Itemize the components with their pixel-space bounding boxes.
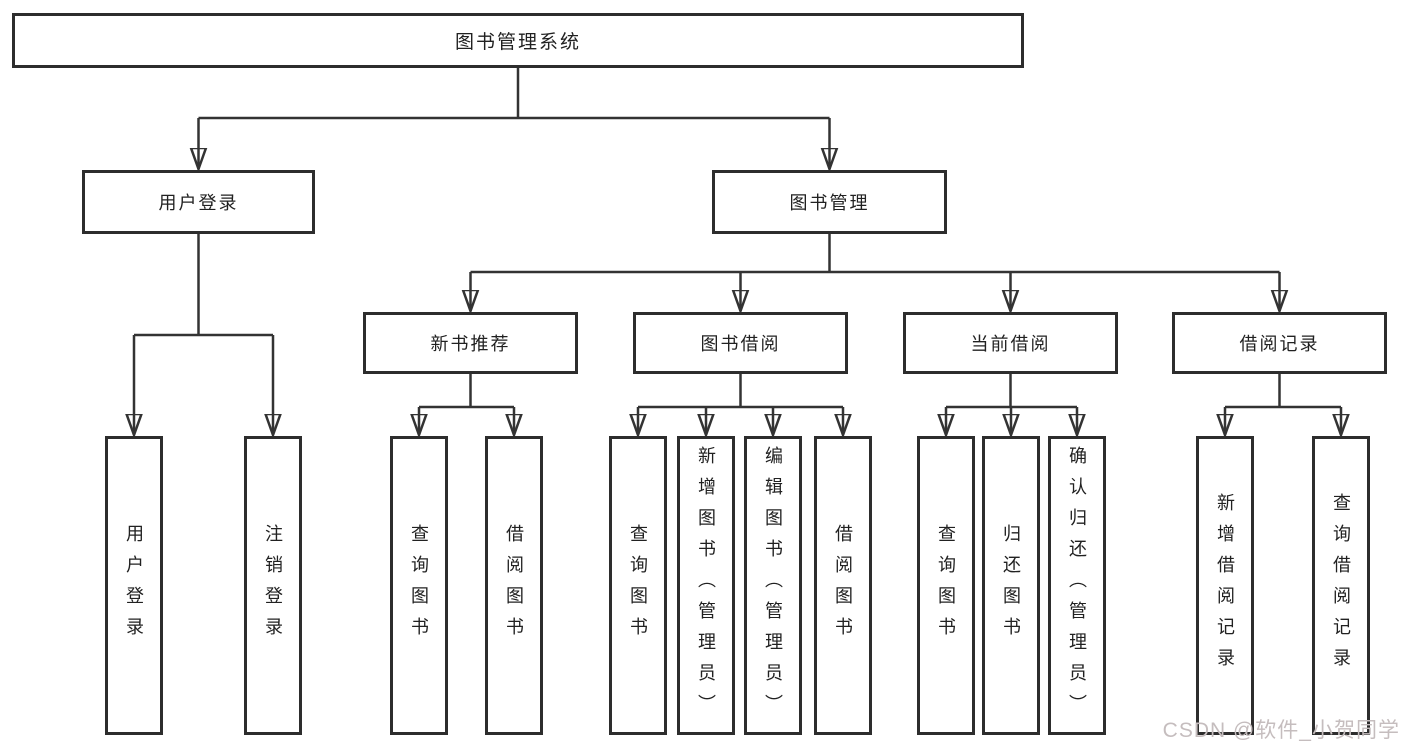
- connector-root-to-level2: [199, 68, 830, 169]
- leaf-query-books-3: 查询图书: [917, 436, 975, 735]
- leaf-confirm-return-admin: 确认归还（管理员）: [1048, 436, 1106, 735]
- connector-new-book-to-leaves: [419, 374, 514, 435]
- leaf-query-books-2: 查询图书: [609, 436, 667, 735]
- leaf-add-borrow-record-label: 新增借阅记录: [1215, 492, 1235, 679]
- connector-current-borrow-to-leaves: [946, 374, 1077, 435]
- connector-borrow-records-to-leaves: [1225, 374, 1341, 435]
- leaf-add-books-admin-label: 新增图书（管理员）: [696, 446, 716, 725]
- leaf-query-books-3-label: 查询图书: [936, 523, 956, 648]
- leaf-query-books-2-label: 查询图书: [628, 523, 648, 648]
- connector-user-login-to-leaves: [134, 234, 273, 435]
- connector-book-mgmt-to-level3: [471, 234, 1280, 311]
- leaf-user-login: 用户登录: [105, 436, 163, 735]
- leaf-edit-books-admin-label: 编辑图书（管理员）: [763, 446, 783, 725]
- leaf-confirm-return-admin-label: 确认归还（管理员）: [1067, 446, 1087, 725]
- node-book-management: 图书管理: [712, 170, 947, 234]
- leaf-query-books: 查询图书: [390, 436, 448, 735]
- leaf-logout: 注销登录: [244, 436, 302, 735]
- node-borrowing-records: 借阅记录: [1172, 312, 1387, 374]
- leaf-borrow-books-label: 借阅图书: [504, 523, 524, 648]
- node-user-login: 用户登录: [82, 170, 315, 234]
- leaf-add-borrow-record: 新增借阅记录: [1196, 436, 1254, 735]
- leaf-edit-books-admin: 编辑图书（管理员）: [744, 436, 802, 735]
- leaf-query-borrow-record-label: 查询借阅记录: [1331, 492, 1351, 679]
- leaf-borrow-books-2-label: 借阅图书: [833, 523, 853, 648]
- leaf-return-books-label: 归还图书: [1001, 523, 1021, 648]
- leaf-add-books-admin: 新增图书（管理员）: [677, 436, 735, 735]
- leaf-borrow-books-2: 借阅图书: [814, 436, 872, 735]
- node-current-borrowing: 当前借阅: [903, 312, 1118, 374]
- connector-book-borrow-to-leaves: [638, 374, 843, 435]
- leaf-borrow-books: 借阅图书: [485, 436, 543, 735]
- node-library-management-system: 图书管理系统: [12, 13, 1024, 68]
- leaf-query-borrow-record: 查询借阅记录: [1312, 436, 1370, 735]
- leaf-query-books-label: 查询图书: [409, 523, 429, 648]
- node-new-book-recommendation: 新书推荐: [363, 312, 578, 374]
- leaf-user-login-label: 用户登录: [124, 523, 144, 648]
- node-book-borrowing: 图书借阅: [633, 312, 848, 374]
- leaf-logout-label: 注销登录: [263, 523, 283, 648]
- leaf-return-books: 归还图书: [982, 436, 1040, 735]
